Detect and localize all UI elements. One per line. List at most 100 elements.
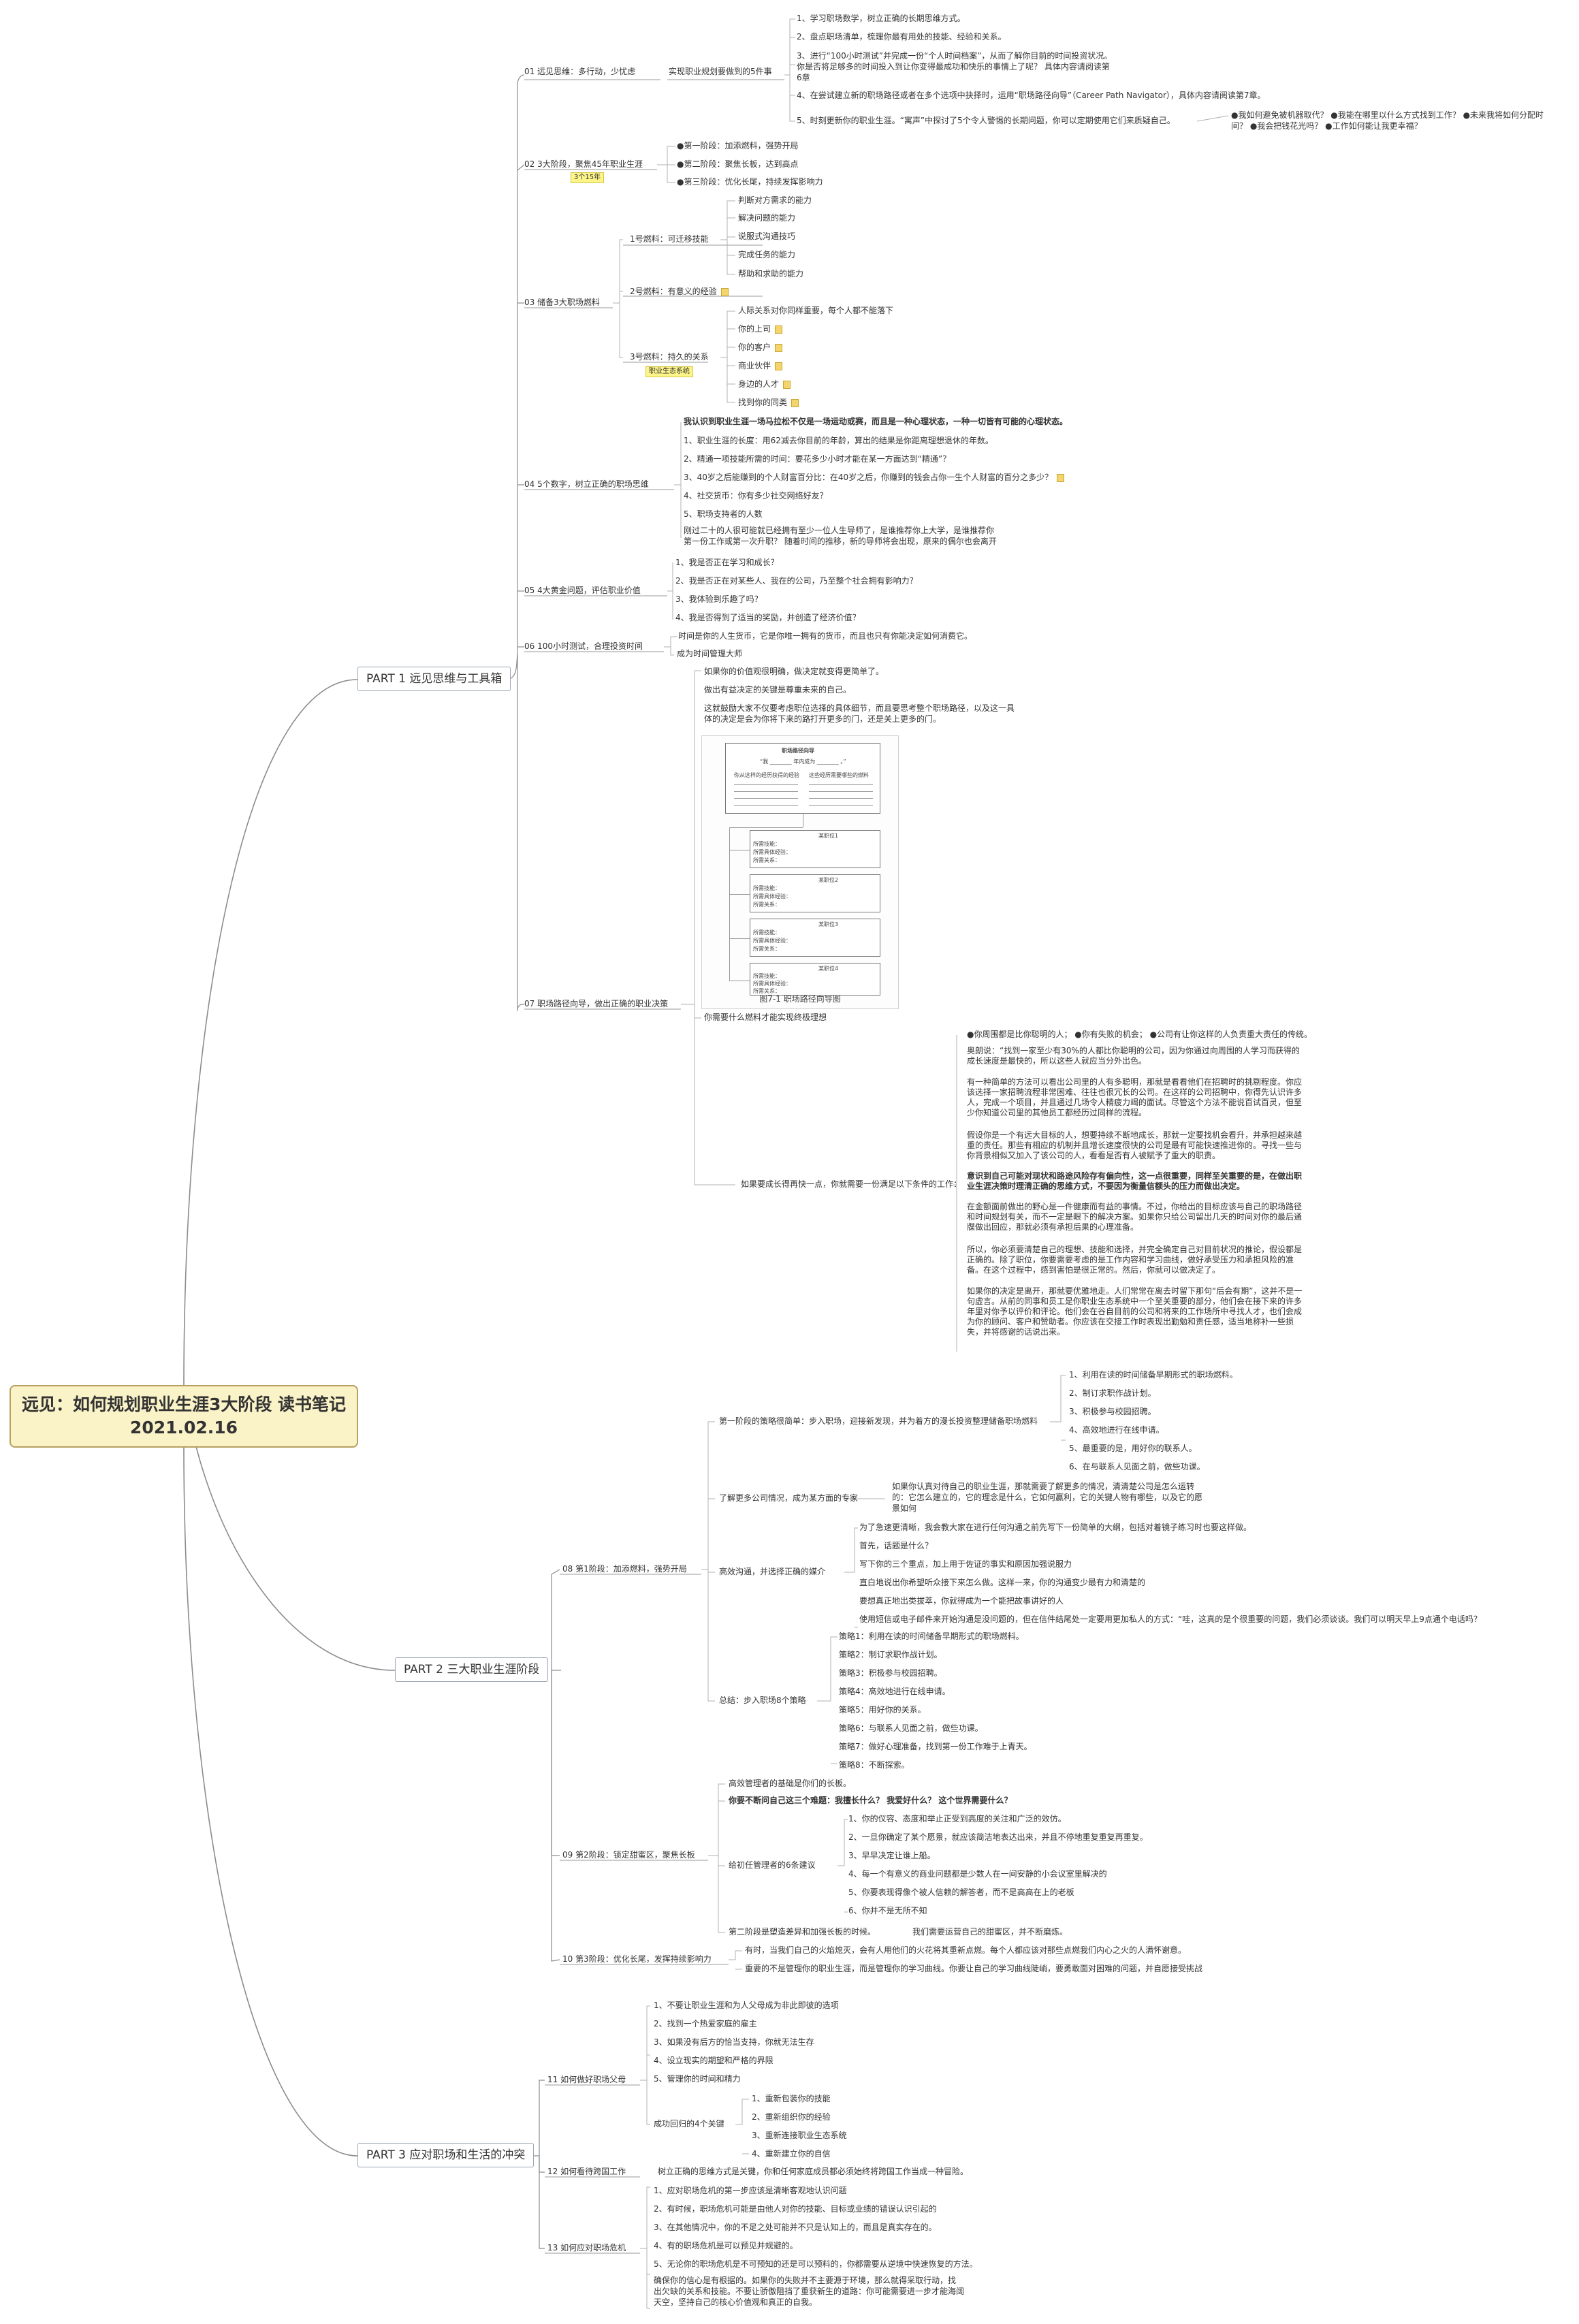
s03-label[interactable]: 03 储备3大职场燃料 [524,298,600,307]
figure-row1-f2: 所需具体经验： [753,849,791,855]
s07-bottom-label[interactable]: 如果要成长得再快一点，你就需要一份满足以下条件的工作： [741,1179,962,1189]
s03-fuel3[interactable]: 3号燃料：持久的关系 [630,352,709,362]
s03-fuel1-item-2: 解决问题的能力 [738,213,796,223]
s01-label[interactable]: 01 远见思维：多行动，少忧虑 [524,67,636,76]
s08-g4-item-4: 策略4：高效地进行在线申请。 [839,1687,951,1696]
s08-g4-item-1: 策略1：利用在读的时间储备早期形式的职场燃料。 [839,1631,1024,1641]
figure-branch-line [729,938,750,939]
note-icon[interactable] [775,325,783,334]
s07-para-4: 意识到自己可能对现状和路途风险存有偏向性，这一点很重要，同样至关重要的是，在做出… [967,1171,1303,1191]
note-icon[interactable] [1057,473,1065,482]
s04-item-3-text: 3、40岁之后能赚到的个人财富百分比：在40岁之后，你赚到的钱会占你一生个人财富… [684,473,1053,482]
s08-g4-item-5: 策略5：用好你的关系。 [839,1705,926,1715]
s03-fuel3-item-4-text: 身边的人才 [738,379,780,389]
s12-label[interactable]: 12 如何看待跨国工作 [547,2167,626,2176]
s09-label[interactable]: 09 第2阶段：锁定甜蜜区，聚焦长板 [562,1850,695,1860]
figure-line [734,784,798,785]
s13-p1: 确保你的信心是有根据的。如果你的失败并不主要源于环境，那么就得采取行动，找 [654,2276,957,2285]
s08-g1-item-3: 3、积极参与校园招聘。 [1069,1407,1156,1416]
s07-label[interactable]: 07 职场路径向导，做出正确的职业决策 [524,999,669,1008]
s11-item-4: 4、设立现实的期望和严格的界限 [654,2056,773,2065]
s11-item-5: 5、管理你的时间和精力 [654,2074,741,2084]
s07-para-7: 如果你的决定是离开，那就要优雅地走。人们常常在离去时留下那句“后会有期”，这并不… [967,1286,1303,1337]
s08-g1-item-1: 1、利用在读的时间储备早期形式的职场燃料。 [1069,1370,1238,1380]
s09-sub[interactable]: 给初任管理者的6条建议 [729,1860,816,1870]
root-title: 远见：如何规划职业生涯3大阶段 读书笔记 [21,1395,347,1414]
s06-label[interactable]: 06 100小时测试，合理投资时间 [524,641,643,651]
figure-subtitle: “我 ________ 年内成为 ________ 。” [760,759,846,765]
s08-g3-label[interactable]: 高效沟通，并选择正确的媒介 [719,1567,826,1576]
s04-item-4: 4、社交货币：你有多少社交网络好友？ [684,491,828,500]
s03-fuel1-item-5: 帮助和求助的能力 [738,269,804,278]
figure-line [809,805,873,806]
s11-key-3: 3、重新连接职业生态系统 [752,2131,847,2140]
figure-line [809,798,873,799]
note-icon[interactable] [720,287,729,296]
s03-fuel3-head: 人际关系对你同样重要，每个人都不能落下 [738,306,894,315]
figure-caption: 图7-1 职场路径向导图 [759,994,841,1004]
s10-label[interactable]: 10 第3阶段：优化长尾，发挥持续影响力 [562,1954,712,1964]
s11-key-4: 4、重新建立你的自信 [752,2149,831,2159]
s08-g4-item-2: 策略2：制订求职作战计划。 [839,1650,942,1659]
s11-key-1: 1、重新包装你的技能 [752,2094,831,2103]
s08-g2-p3: 景如何 [892,1503,917,1513]
s11-label[interactable]: 11 如何做好职场父母 [547,2075,626,2084]
s03-fuel1[interactable]: 1号燃料：可迁移技能 [630,234,709,244]
figure-row3-title: 某职位3 [818,921,839,927]
figure-row2-f3: 所需关系： [753,902,780,908]
root-topic[interactable]: 远见：如何规划职业生涯3大阶段 读书笔记 2021.02.16 [10,1385,358,1448]
figure-row2-title: 某职位2 [818,877,839,883]
figure-col2: 这些经历需要哪些的燃料 [809,772,869,778]
figure-row2-f1: 所需技能： [753,885,780,891]
figure-branch-line [729,827,730,981]
s07-para-2: 有一种简单的方法可以看出公司里的人有多聪明，那就是看看他们在招聘时的挑剔程度。你… [967,1077,1303,1117]
s10-item-1: 有时，当我们自己的火焰熄灭，会有人用他们的火花将其重新点燃。每个人都应该对那些点… [745,1945,1187,1955]
s08-g3-item-3: 写下你的三个重点，加上用于佐证的事实和原因加强说服力 [859,1559,1072,1569]
s03-fuel3-item-1: 你的上司 [738,324,783,334]
s03-fuel3-tag: 职业生态系统 [645,366,693,377]
figure-line [734,791,798,792]
s03-fuel3-item-2: 你的客户 [738,343,783,353]
s11-sub[interactable]: 成功回归的4个关键 [654,2119,724,2129]
s07-mid: 你需要什么燃料才能实现终极理想 [704,1013,827,1022]
figure-row1-f3: 所需关系： [753,857,780,863]
s01-sub[interactable]: 实现职业规划要做到的5件事 [669,67,772,76]
note-icon[interactable] [783,380,791,389]
s08-g4-item-3: 策略3：积极参与校园招聘。 [839,1668,942,1678]
s10-item-2: 重要的不是管理你的职业生涯，而是管理你的学习曲线。你要让自己的学习曲线陡峭，要勇… [745,1964,1203,1973]
s04-label[interactable]: 04 5个数字，树立正确的职场思维 [524,479,649,489]
s07-top-4: 体的决定是会为你将下来的路打开更多的门，还是关上更多的门。 [704,714,942,724]
s02-label[interactable]: 02 3大阶段，聚焦45年职业生涯 [524,159,643,169]
s01-item-3b: 你是否将足够多的时间投入到让你变得最成功和快乐的事情上了呢？ 具体内容请阅读第 [797,62,1110,71]
s05-label[interactable]: 05 4大黄金问题，评估职业价值 [524,586,641,595]
s08-g3-item-1: 为了急速更清晰，我会教大家在进行任何沟通之前先写下一份简单的大纲，包括对着镜子练… [859,1523,1252,1532]
note-icon[interactable] [775,343,783,352]
part3-topic[interactable]: PART 3 应对职场和生活的冲突 [357,2143,535,2167]
figure-row1-f1: 所需技能： [753,841,780,847]
s08-label[interactable]: 08 第1阶段：加添燃料，强势开局 [562,1564,687,1574]
s03-fuel3-item-3-text: 商业伙伴 [738,361,771,370]
s03-fuel2[interactable]: 2号燃料：有意义的经验 [630,287,729,297]
note-icon[interactable] [791,398,799,407]
s01-item-3: 3、进行“100小时测试”并完成一份“个人时间档案”，从而了解你目前的时间投资状… [797,51,1113,61]
s08-g1-label[interactable]: 第一阶段的策略很简单：步入职场，迎接新发现，并为着方的漫长投资整理储备职场燃料 [719,1416,1038,1426]
s01-q1: ●我如何避免被机器取代？ ●我能在哪里以什么方式找到工作？ ●未来我将如何分配时 [1231,110,1544,120]
figure-row4-f2: 所需具体经验： [753,981,791,987]
s08-g4-label[interactable]: 总结：步入职场8个策略 [719,1696,806,1705]
s04-item-5: 5、职场支持者的人数 [684,509,763,519]
s08-g2-label[interactable]: 了解更多公司情况，成为某方面的专家 [719,1493,859,1503]
s13-label[interactable]: 13 如何应对职场危机 [547,2243,626,2253]
s03-fuel3-item-3: 商业伙伴 [738,361,783,371]
s08-g1-item-5: 5、最重要的是，用好你的联系人。 [1069,1444,1197,1453]
figure-row3-f1: 所需技能： [753,929,780,936]
part1-topic[interactable]: PART 1 远见思维与工具箱 [357,667,511,691]
note-icon[interactable] [775,362,783,370]
s07-b1: ●你周围都是比你聪明的人； ●你有失败的机会； ●公司有让你这样的人负责重大责任… [967,1030,1313,1039]
s07-para-5: 在金额面前做出的野心是一件健康而有益的事情。不过，你给出的目标应该与自己的职场路… [967,1202,1303,1232]
part2-topic[interactable]: PART 2 三大职业生涯阶段 [395,1657,549,1682]
s07-top-1: 如果你的价值观很明确，做决定就变得更简单了。 [704,667,884,676]
figure-row-box-4: 某职位4 所需技能： 所需具体经验： 所需关系： [750,963,880,996]
s04-item-1: 1、职业生涯的长度：用62减去你目前的年龄，算出的结果是你距离理想退休的年数。 [684,436,993,445]
s06-item-1: 时间是你的人生货币，它是你唯一拥有的货币，而且也只有你能决定如何消费它。 [678,631,973,641]
s11-key-2: 2、重新组织你的经验 [752,2112,831,2122]
